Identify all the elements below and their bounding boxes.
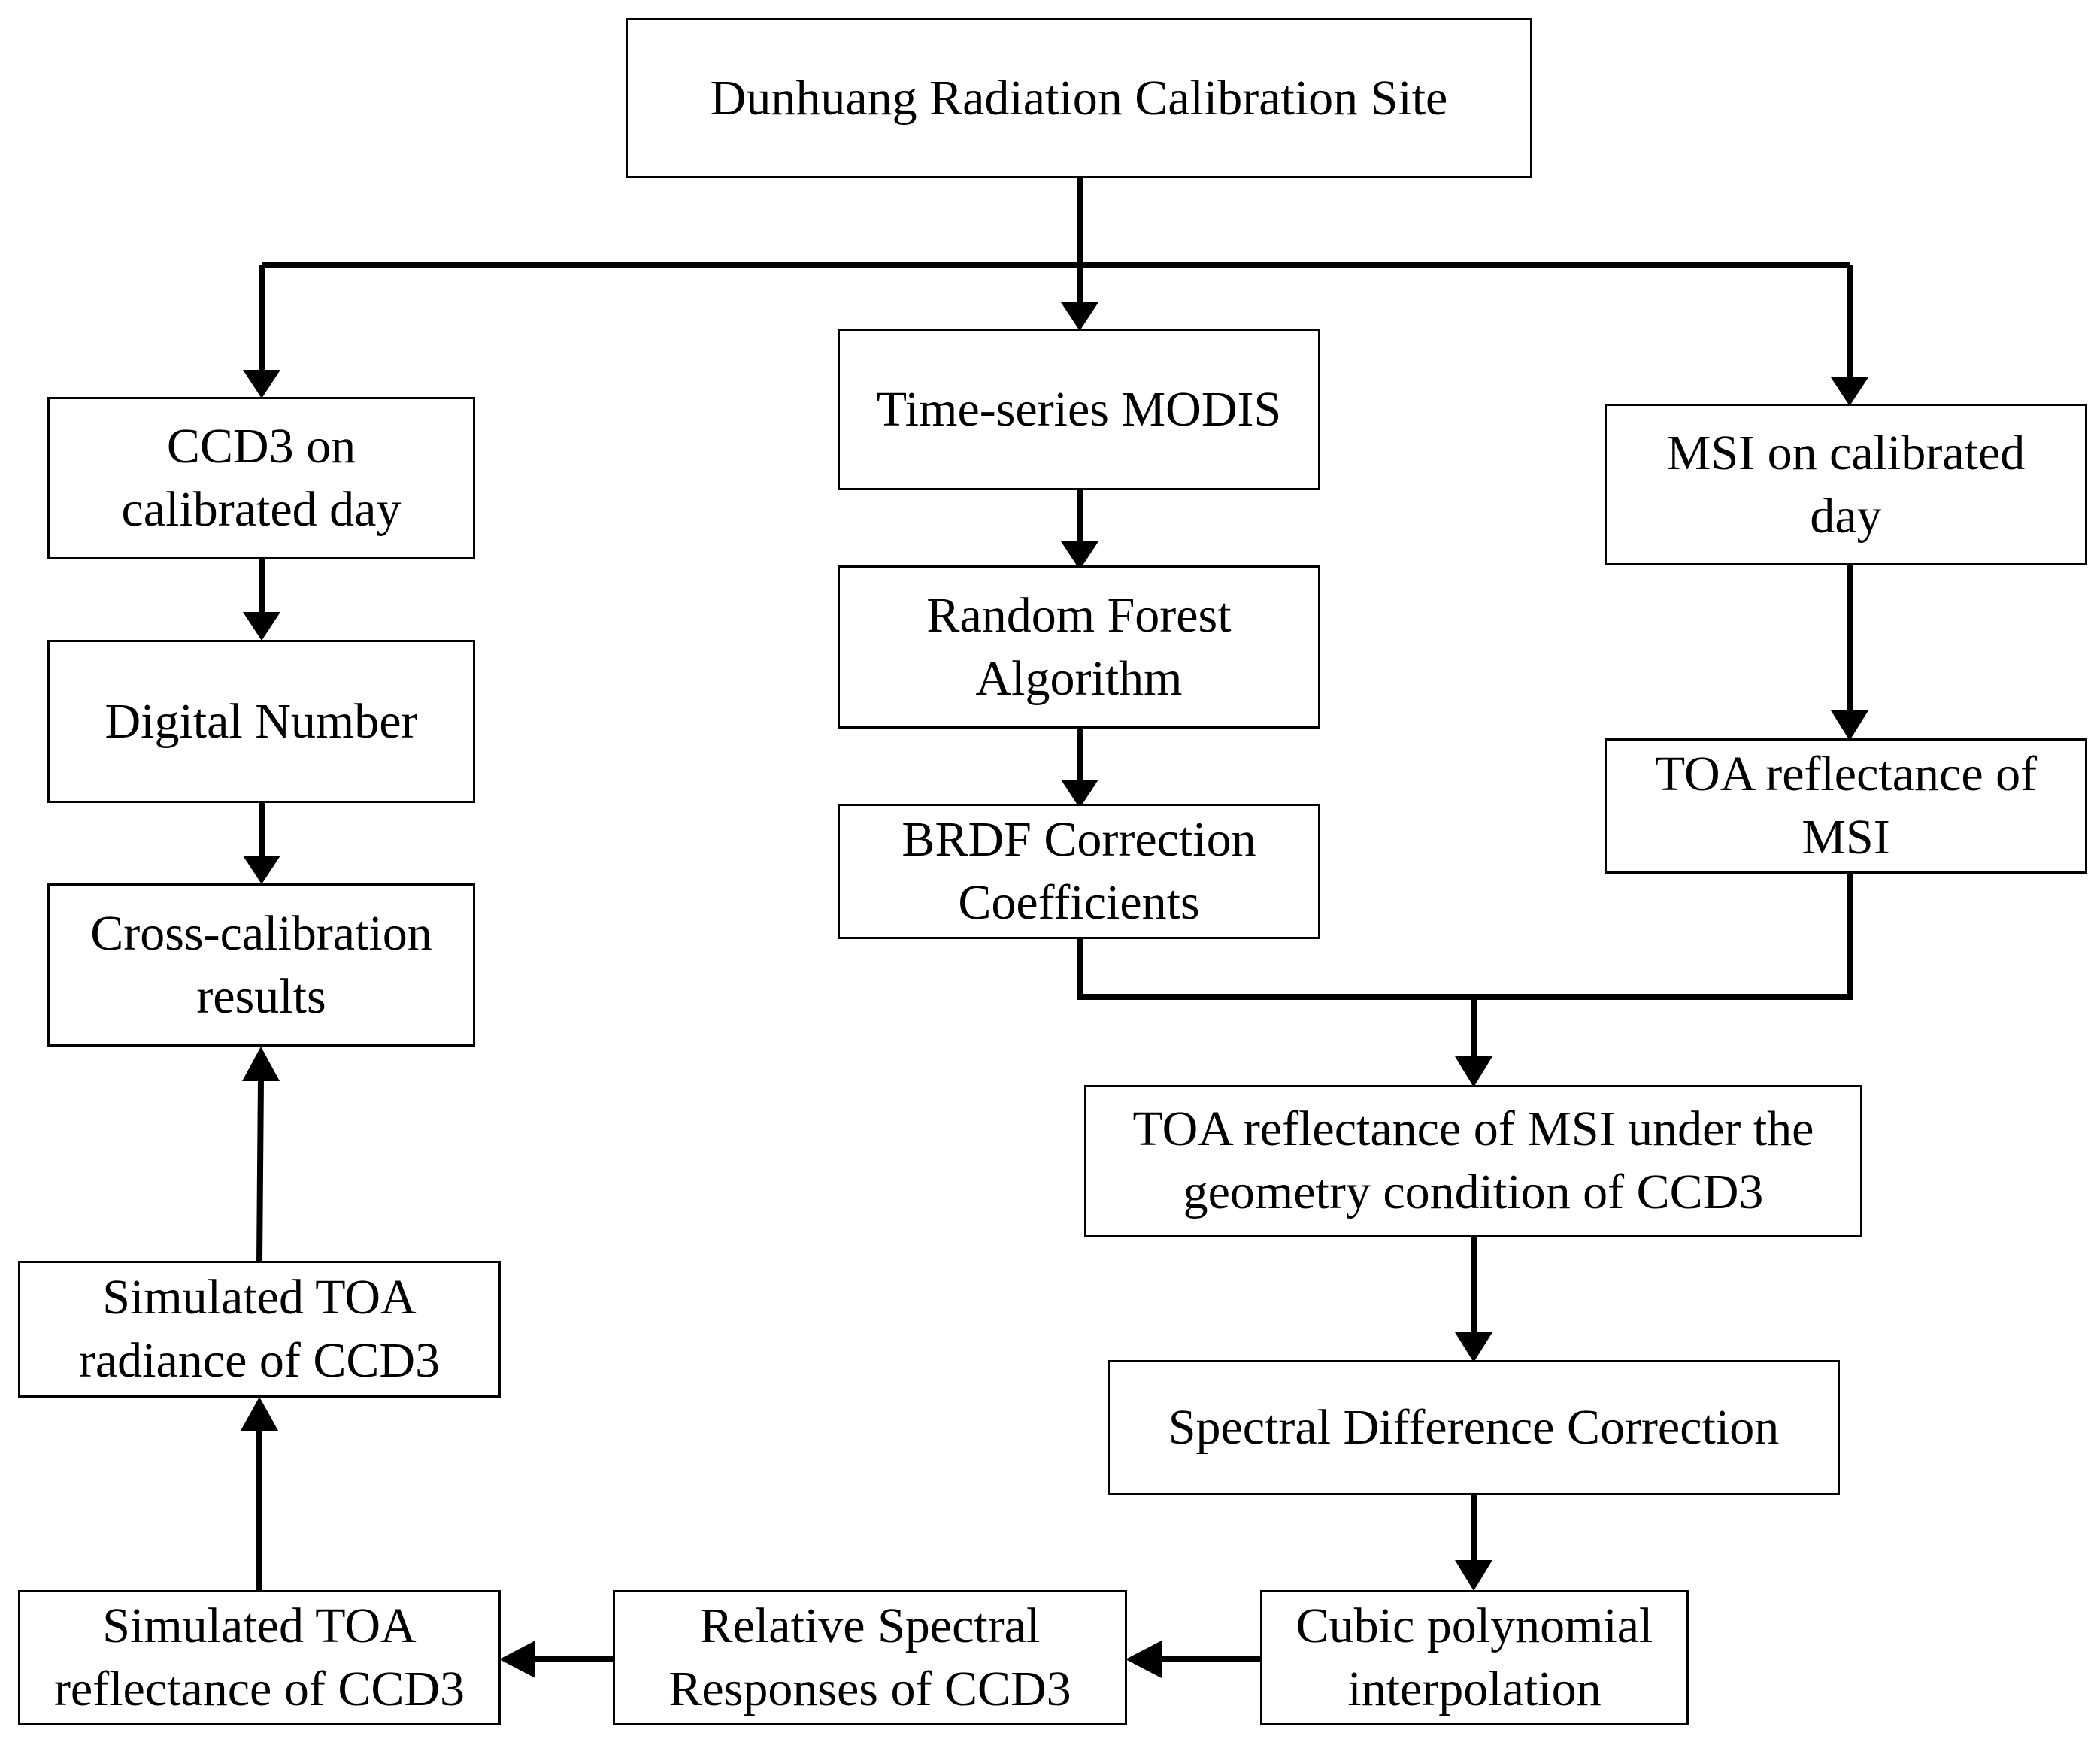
digital-number-label: Digital Number (105, 693, 418, 749)
dunhuang-site-label: Dunhuang Radiation Calibration Site (710, 70, 1448, 126)
cross-calibration-box: Cross-calibration results (47, 883, 475, 1047)
arrowhead-rf (1061, 541, 1098, 570)
brdf-box: BRDF Correction Coefficients (838, 804, 1320, 939)
modis-label: Time-series MODIS (876, 381, 1282, 437)
arrowhead-reflectance (499, 1641, 535, 1678)
arrowhead-cross (243, 856, 280, 884)
arrow-radiance-to-cross (256, 1078, 264, 1264)
sim-toa-radiance-label: Simulated TOA radiance of CCD3 (78, 1270, 441, 1388)
sim-toa-reflectance-box: Simulated TOA reflectance of CCD3 (18, 1590, 501, 1725)
arrowhead-modis (1061, 302, 1098, 331)
ccd3-day-label: CCD3 on calibrated day (121, 419, 402, 537)
toa-msi-geometry-label: TOA reflectance of MSI under the geometr… (1132, 1101, 1814, 1219)
spectral-difference-box: Spectral Difference Correction (1108, 1360, 1840, 1495)
toa-msi-geometry-box: TOA reflectance of MSI under the geometr… (1084, 1085, 1862, 1237)
rsr-ccd3-label: Relative Spectral Responses of CCD3 (668, 1598, 1071, 1716)
arrowhead-toa-msi (1831, 710, 1868, 741)
rsr-ccd3-box: Relative Spectral Responses of CCD3 (613, 1590, 1127, 1725)
random-forest-box: Random Forest Algorithm (838, 565, 1320, 729)
msi-day-label: MSI on calibrated day (1666, 425, 2026, 544)
arrowhead-brdf (1061, 780, 1098, 808)
modis-box: Time-series MODIS (838, 329, 1320, 490)
connector-brdf-merge (1077, 874, 1853, 1000)
arrowhead-dn (243, 612, 280, 641)
digital-number-box: Digital Number (47, 640, 475, 803)
brdf-label: BRDF Correction Coefficients (902, 812, 1256, 930)
cross-calibration-label: Cross-calibration results (90, 905, 432, 1024)
arrowhead-msi (1831, 377, 1868, 406)
random-forest-label: Random Forest Algorithm (926, 587, 1232, 706)
toa-msi-label: TOA reflectance of MSI (1654, 747, 2038, 865)
spectral-difference-label: Spectral Difference Correction (1168, 1400, 1780, 1455)
ccd3-day-box: CCD3 on calibrated day (47, 397, 475, 559)
arrowhead-cross-up (242, 1047, 280, 1081)
arrowhead-geometry (1455, 1056, 1492, 1087)
arrowhead-rsr (1126, 1641, 1162, 1678)
toa-msi-box: TOA reflectance of MSI (1605, 738, 2087, 874)
cubic-interp-label: Cubic polynomial interpolation (1295, 1598, 1653, 1716)
msi-day-box: MSI on calibrated day (1605, 404, 2087, 565)
arrowhead-ccd3 (243, 370, 280, 398)
arrowhead-spectral (1455, 1332, 1492, 1362)
sim-toa-radiance-box: Simulated TOA radiance of CCD3 (18, 1261, 501, 1398)
arrowhead-radiance-up (241, 1397, 278, 1431)
sim-toa-reflectance-label: Simulated TOA reflectance of CCD3 (53, 1598, 465, 1716)
dunhuang-site-box: Dunhuang Radiation Calibration Site (626, 18, 1532, 178)
arrowhead-cubic (1455, 1560, 1492, 1591)
cubic-interp-box: Cubic polynomial interpolation (1260, 1590, 1689, 1725)
